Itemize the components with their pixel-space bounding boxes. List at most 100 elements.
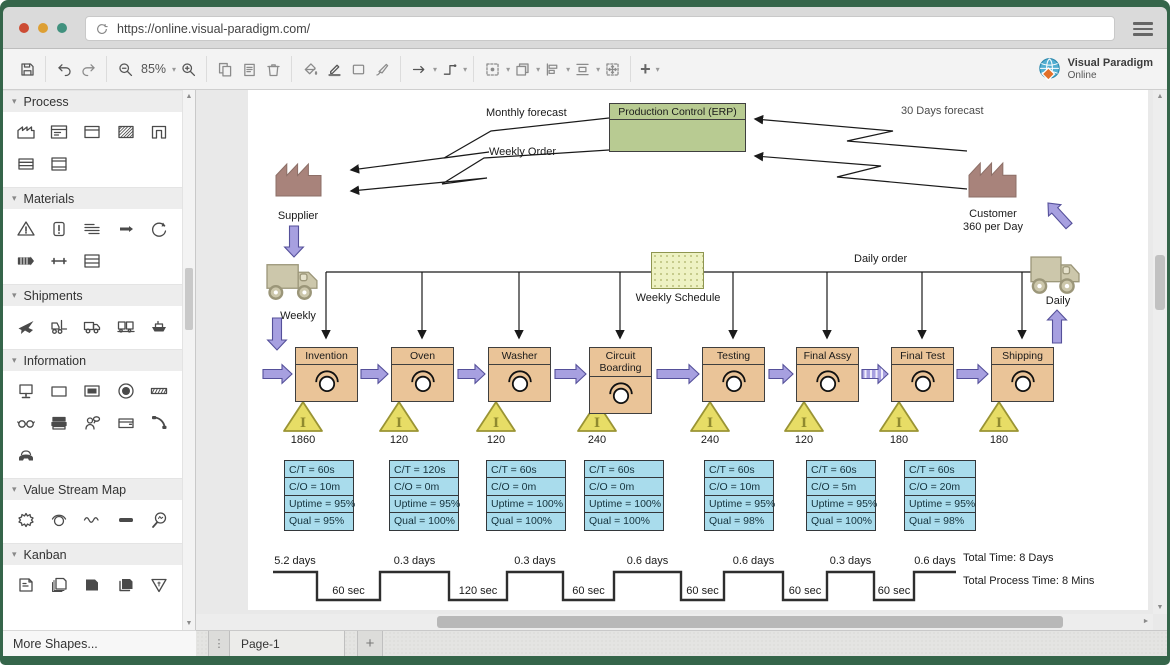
dashed-bar-icon[interactable] [149, 381, 169, 401]
safety-stock-icon[interactable] [16, 219, 36, 239]
page-menu-button[interactable]: ⋮ [208, 631, 230, 656]
monitor-icon[interactable] [16, 381, 36, 401]
inventory-triangle[interactable]: I [283, 401, 323, 432]
minimize-window-button[interactable] [38, 23, 48, 33]
kanban-card-icon[interactable] [16, 575, 36, 595]
inventory-count[interactable]: 180 [889, 434, 909, 446]
timeline-ladder[interactable] [273, 570, 956, 602]
inventory-triangle[interactable]: I [784, 401, 824, 432]
material-flow-arrow[interactable] [554, 363, 587, 385]
weekly-label[interactable]: Weekly [280, 310, 316, 322]
sidebar-section-shipments[interactable]: ▾Shipments [3, 284, 182, 306]
fifo-lane-icon[interactable] [82, 219, 102, 239]
add-page-button[interactable]: + [357, 631, 383, 656]
blank-box-icon[interactable] [49, 381, 69, 401]
canvas-horizontal-scrollbar[interactable]: ► [196, 614, 1153, 630]
sidebar-section-information[interactable]: ▾Information [3, 349, 182, 371]
telephone-icon[interactable] [16, 445, 36, 465]
process-box[interactable]: Oven [391, 347, 454, 402]
timeline-days-label[interactable]: 5.2 days [274, 555, 316, 567]
handset-icon[interactable] [149, 413, 169, 433]
kanban-batch-icon[interactable] [49, 575, 69, 595]
close-window-button[interactable] [19, 23, 29, 33]
group-button[interactable] [480, 56, 504, 82]
daily-order-info-arrow[interactable] [753, 151, 968, 190]
process-box[interactable]: Final Assy [796, 347, 859, 402]
redo-button[interactable] [76, 56, 100, 82]
align-caret-icon[interactable]: ▾ [566, 64, 571, 74]
workcell-icon[interactable] [149, 122, 169, 142]
process-icon[interactable] [82, 122, 102, 142]
total-time-label[interactable]: Total Time: 8 Days [963, 552, 1054, 564]
inventory-count[interactable]: 180 [989, 434, 1009, 446]
material-flow-arrow[interactable] [457, 363, 486, 385]
undo-button[interactable] [52, 56, 76, 82]
inventory-triangle[interactable]: I [577, 401, 617, 432]
operator-icon[interactable] [49, 510, 69, 530]
total-process-time-label[interactable]: Total Process Time: 8 Mins [963, 575, 1095, 587]
signal-kanban-icon[interactable] [82, 575, 102, 595]
process-box[interactable]: Circuit Boarding [589, 347, 652, 415]
magnifier-kaizen-icon[interactable] [149, 510, 169, 530]
material-flow-arrow[interactable] [656, 363, 700, 385]
timeline-sec-label[interactable]: 60 sec [788, 585, 822, 597]
canvas-vertical-scrollbar[interactable]: ▲ ▼ [1153, 90, 1167, 614]
timeline-days-label[interactable]: 0.6 days [914, 555, 956, 567]
connector-style-button[interactable] [437, 56, 461, 82]
crosshatch-box-icon[interactable] [116, 122, 136, 142]
connector-style-caret-icon[interactable]: ▾ [463, 64, 468, 74]
radio-circle-icon[interactable] [116, 381, 136, 401]
kanban-post-icon[interactable] [116, 575, 136, 595]
go-see-bar-icon[interactable] [116, 510, 136, 530]
customer-rate-label[interactable]: 360 per Day [963, 221, 1023, 233]
process-data-box-icon[interactable] [49, 154, 69, 174]
thirty-days-forecast-label[interactable]: 30 Days forecast [901, 105, 984, 117]
inventory-count[interactable]: 120 [794, 434, 814, 446]
kaizen-burst-icon[interactable] [16, 510, 36, 530]
sidebar-section-value-stream-map[interactable]: ▾Value Stream Map [3, 478, 182, 500]
customer-label[interactable]: Customer [969, 208, 1017, 220]
material-flow-arrow[interactable] [283, 225, 305, 258]
material-flow-arrow[interactable] [861, 363, 889, 385]
inventory-count[interactable]: 120 [486, 434, 506, 446]
add-shape-caret-icon[interactable]: ▾ [655, 64, 660, 74]
process-box[interactable]: Washer [488, 347, 551, 402]
more-shapes-button[interactable]: More Shapes... [3, 630, 196, 656]
inventory-triangle[interactable]: I [379, 401, 419, 432]
timeline-days-label[interactable]: 0.6 days [626, 555, 669, 567]
operator-talk-icon[interactable] [82, 413, 102, 433]
line-color-button[interactable] [322, 56, 346, 82]
process-box[interactable]: Invention [295, 347, 358, 402]
address-bar[interactable]: https://online.visual-paradigm.com/ [85, 16, 1115, 41]
airplane-icon[interactable] [16, 316, 36, 336]
daily-label[interactable]: Daily [1045, 295, 1071, 307]
sidebar-section-process[interactable]: ▾Process [3, 90, 182, 112]
format-painter-button[interactable] [370, 56, 394, 82]
scroll-down-icon[interactable]: ▼ [185, 620, 193, 627]
triangle-kanban-icon[interactable] [149, 575, 169, 595]
inventory-triangle[interactable]: I [476, 401, 516, 432]
timeline-sec-label[interactable]: 60 sec [572, 585, 605, 597]
url-text[interactable]: https://online.visual-paradigm.com/ [117, 21, 311, 36]
withdrawal-loop-icon[interactable] [149, 219, 169, 239]
material-flow-arrow[interactable] [956, 363, 989, 385]
weekly-order-arrow[interactable] [349, 149, 610, 196]
weekly-schedule-label[interactable]: Weekly Schedule [635, 292, 721, 304]
screen-icon[interactable] [82, 381, 102, 401]
supplier-factory-icon[interactable] [275, 162, 322, 197]
zoom-dropdown-caret-icon[interactable]: ▾ [172, 64, 177, 74]
truck-icon[interactable] [82, 316, 102, 336]
reload-icon[interactable] [95, 22, 109, 36]
supplier-label[interactable]: Supplier [277, 210, 319, 222]
weekly-schedule-box[interactable] [651, 252, 704, 289]
production-control-box[interactable]: Production Control (ERP) [609, 103, 746, 152]
customer-factory-icon[interactable] [968, 161, 1017, 198]
monthly-forecast-label[interactable]: Monthly forecast [486, 107, 567, 119]
timeline-days-label[interactable]: 0.3 days [393, 555, 436, 567]
vertical-scrollbar-thumb[interactable] [1155, 255, 1165, 310]
material-flow-arrow[interactable] [262, 363, 293, 385]
stacked-tray-icon[interactable] [49, 413, 69, 433]
